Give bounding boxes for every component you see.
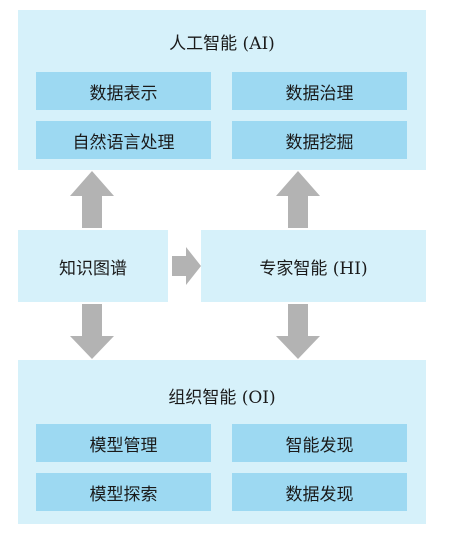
- oi-panel: 组织智能 (OI) 模型管理 智能发现 模型探索 数据发现: [18, 360, 426, 524]
- oi-panel-title: 组织智能 (OI): [168, 388, 276, 408]
- expert-intelligence-box: 专家智能 (HI): [201, 230, 426, 302]
- oi-cell-data-discovery: 数据发现: [232, 473, 407, 511]
- arrow-down-left-icon: [70, 304, 114, 359]
- ai-cell-data-mining: 数据挖掘: [232, 121, 407, 159]
- arrow-up-right-icon: [276, 171, 320, 228]
- knowledge-graph-box: 知识图谱: [18, 230, 168, 302]
- ai-cell-nlp: 自然语言处理: [36, 121, 211, 159]
- arrow-up-left-icon: [70, 171, 114, 228]
- arrow-down-right-icon: [276, 304, 320, 359]
- oi-cell-intelligent-discovery: 智能发现: [232, 424, 407, 462]
- ai-panel-title: 人工智能 (AI): [169, 34, 275, 54]
- ai-cell-data-governance: 数据治理: [232, 72, 407, 110]
- ai-panel: 人工智能 (AI) 数据表示 数据治理 自然语言处理 数据挖掘: [18, 10, 426, 170]
- ai-cell-data-representation: 数据表示: [36, 72, 211, 110]
- oi-cell-model-management: 模型管理: [36, 424, 211, 462]
- oi-cell-model-exploration: 模型探索: [36, 473, 211, 511]
- arrow-right-middle-icon: [172, 247, 201, 285]
